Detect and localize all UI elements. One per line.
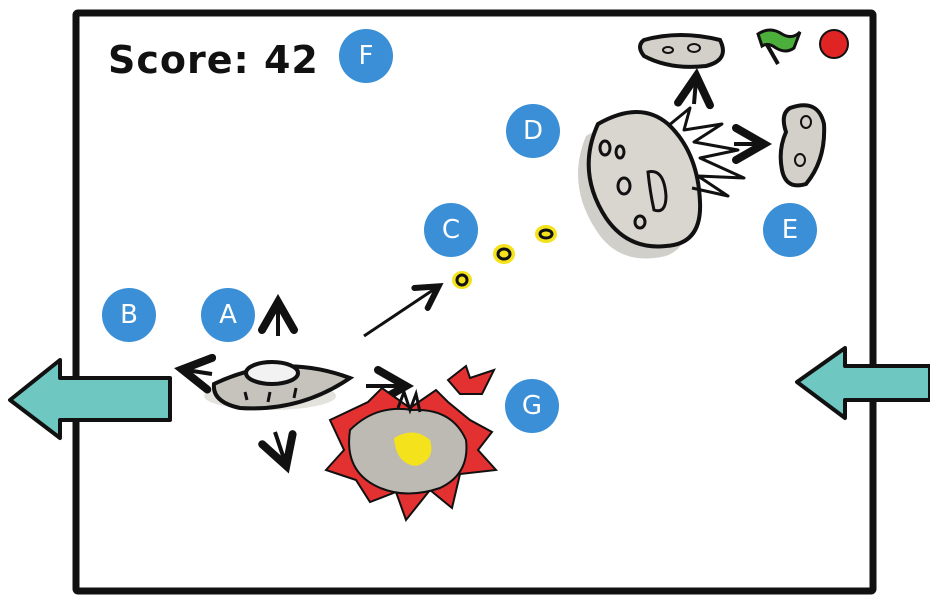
right-entry-arrow[interactable] [795, 346, 930, 420]
explosion [324, 364, 499, 523]
label-c: C [424, 203, 478, 257]
label-e: E [763, 203, 817, 257]
score-display: Score: 42 [108, 38, 319, 82]
label-b: B [102, 288, 156, 342]
game-frame [72, 9, 877, 595]
red-stop-icon[interactable] [819, 29, 849, 59]
label-f: F [339, 29, 393, 83]
rock-fragment-top[interactable] [638, 33, 725, 69]
label-g: G [505, 379, 559, 433]
bullets [452, 225, 557, 289]
rock-fragment-right[interactable] [778, 103, 827, 188]
spaceship[interactable] [204, 360, 355, 411]
movement-arrows [186, 288, 436, 462]
fragment-arrow-up [694, 80, 696, 104]
label-a: A [201, 288, 255, 342]
left-exit-arrow[interactable] [8, 358, 172, 440]
large-asteroid[interactable] [578, 110, 703, 259]
green-flag-icon[interactable] [756, 28, 802, 65]
label-d: D [506, 104, 560, 158]
